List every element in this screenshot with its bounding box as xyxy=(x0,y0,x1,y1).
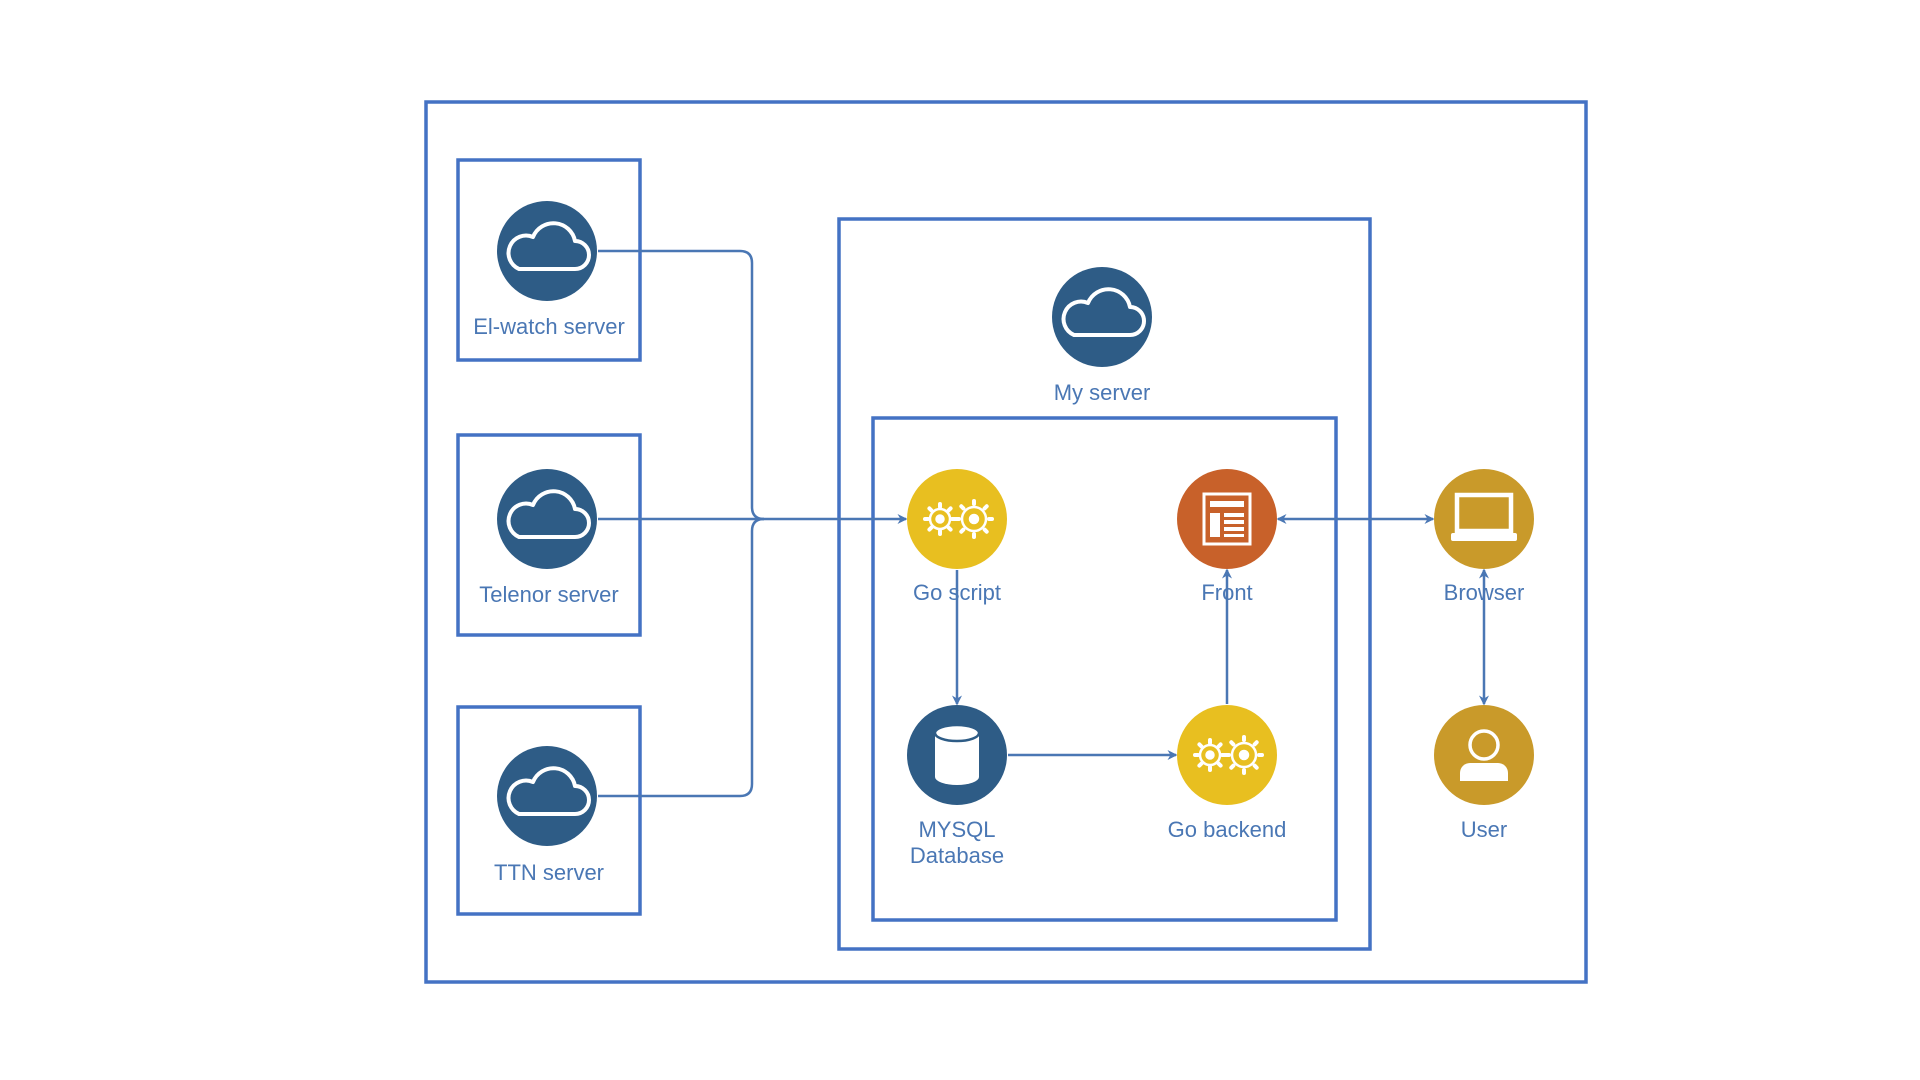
node-telenor-server: Telenor server xyxy=(479,469,619,607)
node-front: Front xyxy=(1177,469,1277,605)
connector-ttn-to-go-script xyxy=(598,517,765,798)
telenor-server-label: Telenor server xyxy=(479,582,618,607)
node-my-server: My server xyxy=(1052,267,1152,405)
database-icon xyxy=(933,723,981,787)
mysql-label-line1: MYSQL xyxy=(918,817,995,842)
node-mysql-database: MYSQL Database xyxy=(907,705,1007,868)
node-browser: Browser xyxy=(1434,469,1534,605)
elwatch-server-box xyxy=(456,158,642,362)
go-backend-label: Go backend xyxy=(1168,817,1287,842)
ttn-server-label: TTN server xyxy=(494,860,604,885)
node-elwatch-server: El-watch server xyxy=(473,201,625,339)
connector-elwatch-to-go-script xyxy=(598,249,765,521)
node-go-backend: Go backend xyxy=(1168,705,1287,842)
ttn-server-box xyxy=(456,705,642,916)
mysql-label-line2: Database xyxy=(910,843,1004,868)
go-script-label: Go script xyxy=(913,580,1001,605)
outer-system-boundary xyxy=(424,100,1588,984)
my-server-label: My server xyxy=(1054,380,1151,405)
front-label: Front xyxy=(1201,580,1252,605)
node-user: User xyxy=(1434,705,1534,842)
telenor-server-box xyxy=(456,433,642,637)
node-ttn-server: TTN server xyxy=(494,746,604,885)
node-go-script: Go script xyxy=(907,469,1007,605)
application-box xyxy=(871,416,1338,922)
user-label: User xyxy=(1461,817,1507,842)
my-server-box xyxy=(837,217,1372,951)
browser-label: Browser xyxy=(1444,580,1525,605)
elwatch-server-label: El-watch server xyxy=(473,314,625,339)
